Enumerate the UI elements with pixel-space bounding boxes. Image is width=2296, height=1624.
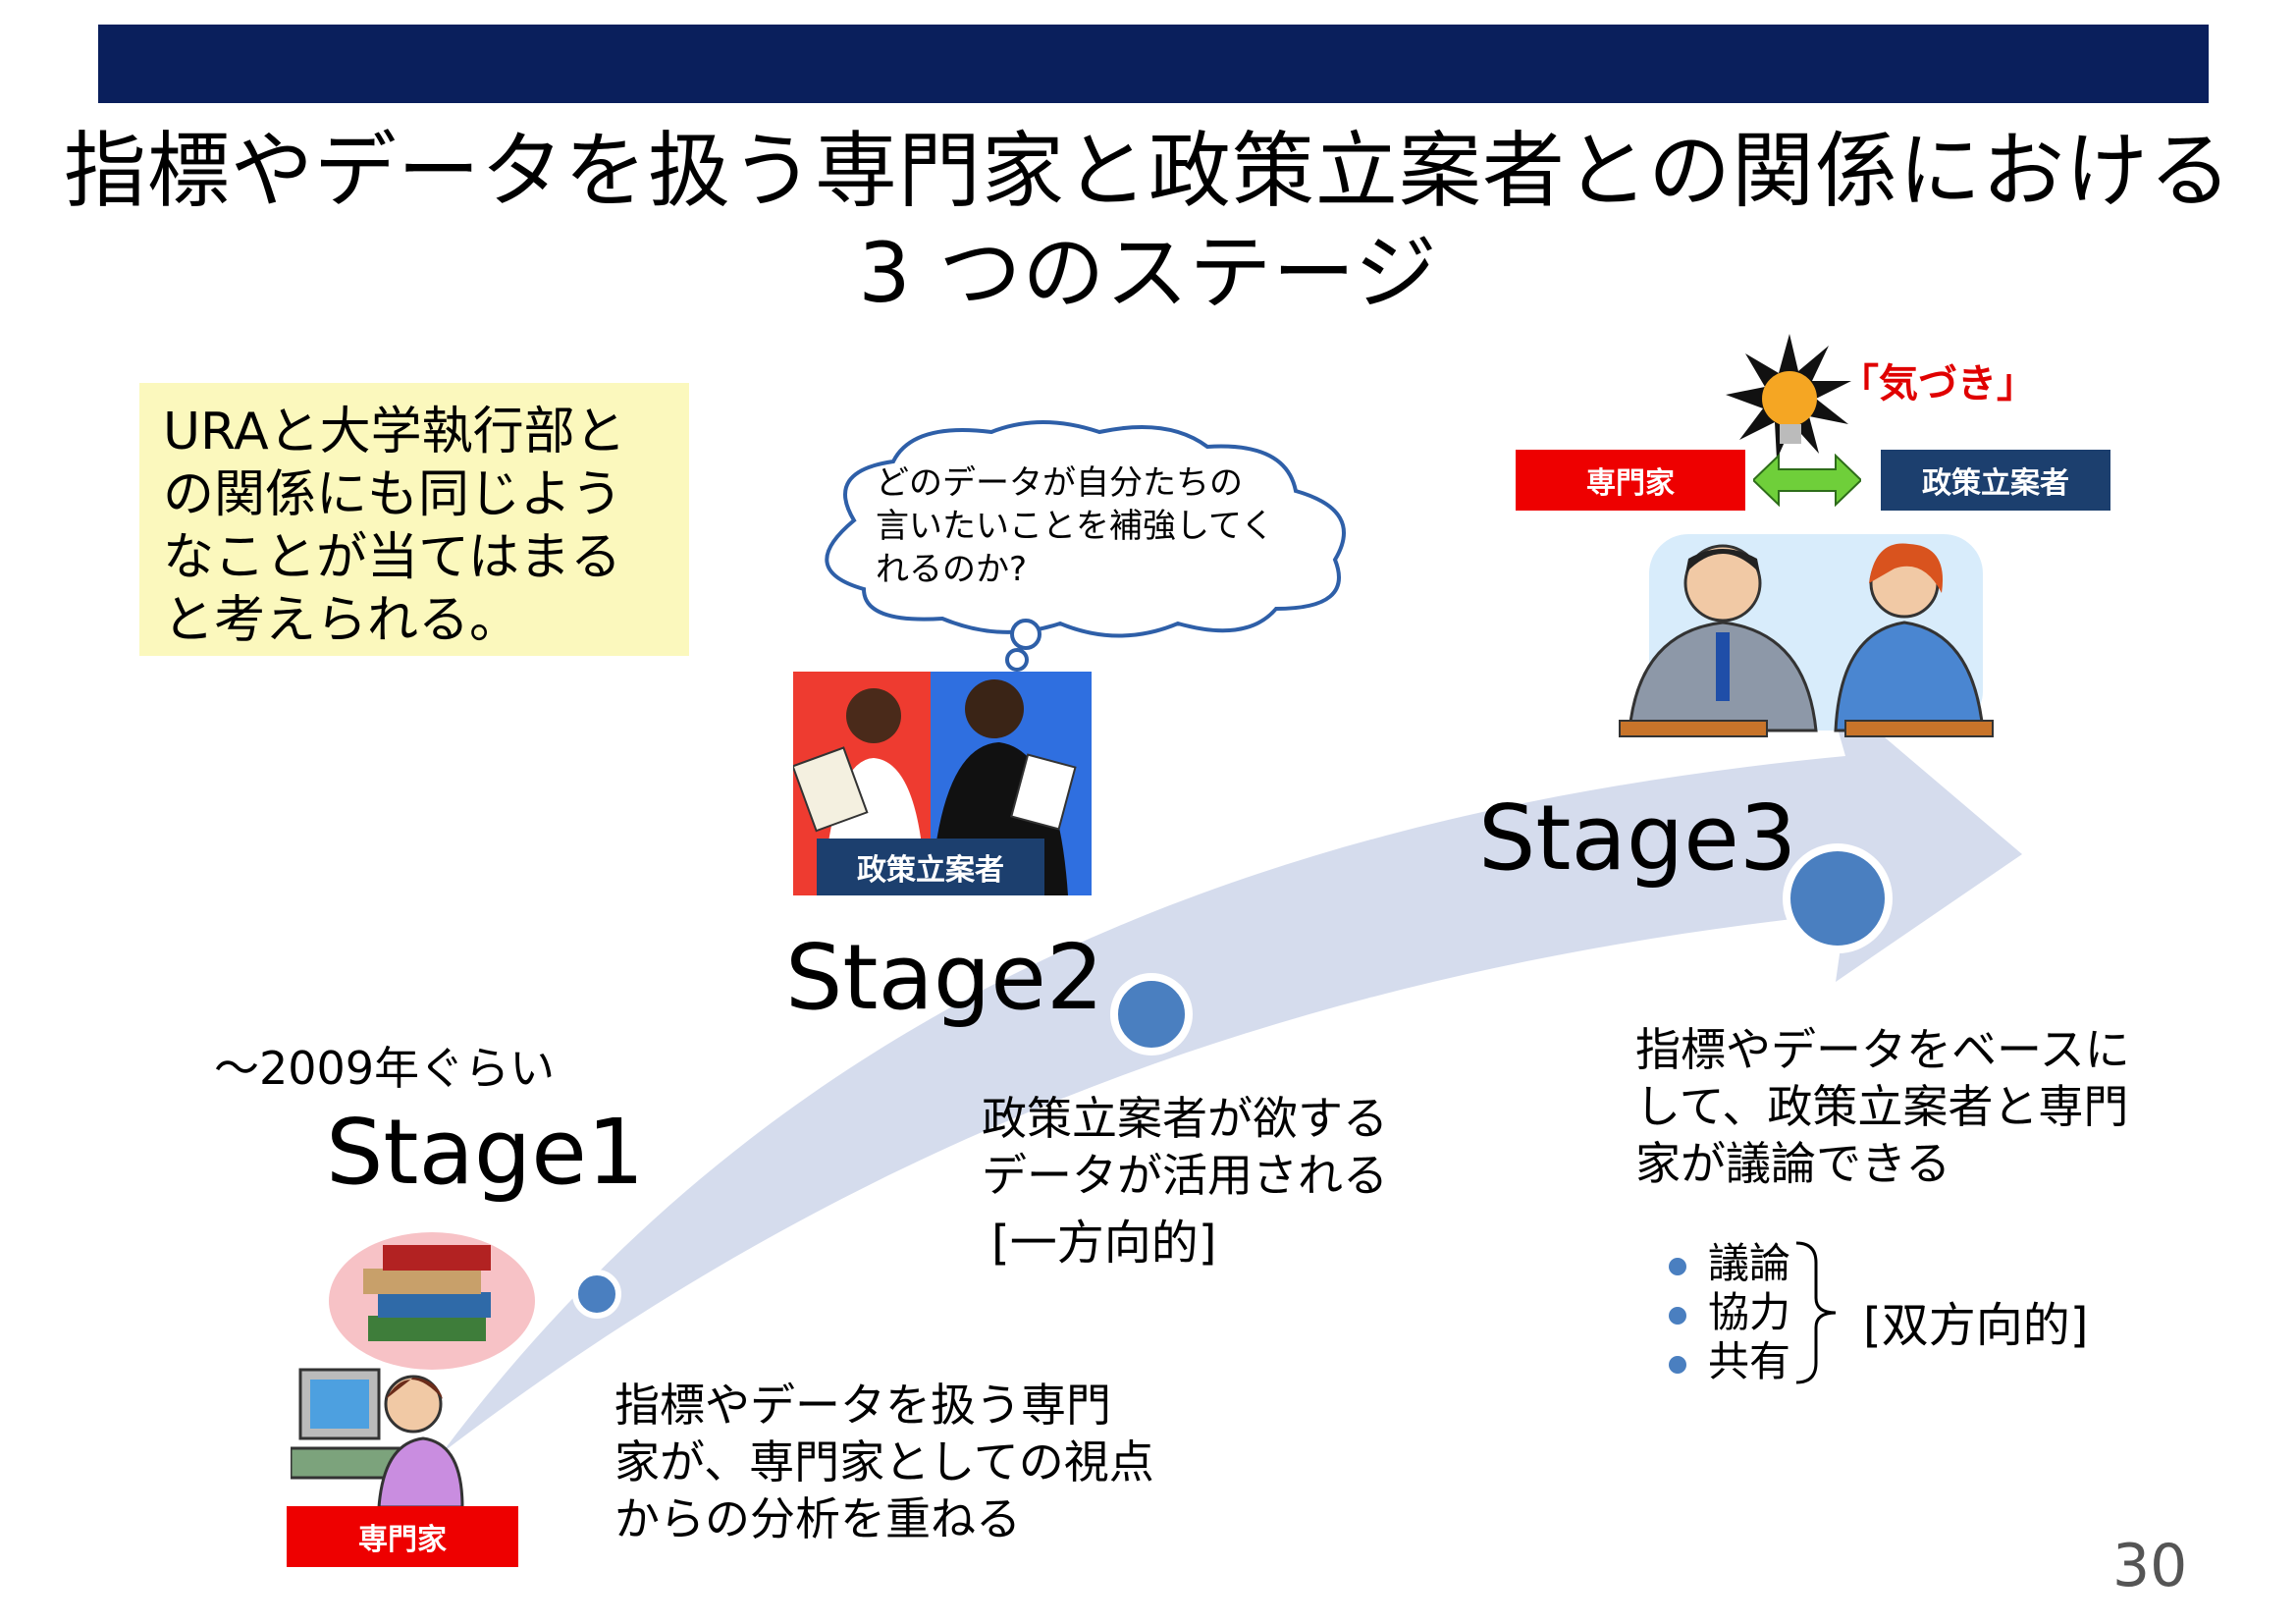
page-number: 30	[2112, 1532, 2188, 1600]
double-arrow-icon	[1753, 454, 1861, 507]
stage3-label: Stage3	[1478, 785, 1797, 891]
stage3-description: 指標やデータをベースに して、政策立案者と専門 家が議論できる	[1635, 1023, 2130, 1190]
stage2-marker	[1110, 973, 1193, 1056]
slide-title-line2: 3 つのステージ	[858, 225, 1438, 321]
stage2-role-tag: 政策立案者	[817, 839, 1044, 895]
discussion-people-icon	[1619, 534, 1994, 737]
lightbulb-insight-icon	[1726, 334, 1851, 460]
stage2-description: 政策立案者が欲する データが活用される	[982, 1092, 1388, 1202]
stage1-marker	[572, 1270, 621, 1319]
stage1-label: Stage1	[326, 1100, 645, 1205]
stage2-label: Stage2	[785, 925, 1104, 1030]
stage2-mode: [一方向的]	[991, 1216, 1217, 1271]
right-brace-icon	[1795, 1241, 1837, 1384]
bullet-dot-icon	[1669, 1306, 1686, 1325]
stage3-marker	[1783, 843, 1893, 953]
curved-arrow-shape	[442, 687, 2022, 1453]
stage2-thought-text: どのデータが自分たちの 言いたいことを補強してく れるのか?	[876, 463, 1274, 589]
bullet-item: 協力	[1669, 1288, 1790, 1337]
stage3-bullet-list: 議論 協力 共有	[1669, 1239, 1790, 1386]
bullet-dot-icon	[1669, 1355, 1686, 1374]
bullet-dot-icon	[1669, 1257, 1686, 1275]
stage1-era: ～2009年ぐらい	[214, 1042, 556, 1095]
stage1-role-tag: 専門家	[287, 1506, 518, 1567]
slide-title-line1: 指標やデータを扱う専門家と政策立案者との関係における	[63, 123, 2233, 219]
header-bar	[98, 25, 2209, 103]
thought-bubble-icon	[825, 420, 1346, 672]
books-icon	[329, 1232, 535, 1370]
note-box: URAと大学執行部との関係にも同じようなことが当てはまると考えられる。	[139, 383, 689, 656]
stage3-policymaker-tag: 政策立案者	[1881, 450, 2110, 511]
bullet-item: 議論	[1669, 1239, 1790, 1288]
bullet-item: 共有	[1669, 1337, 1790, 1386]
stage1-description: 指標やデータを扱う専門 家が、専門家としての視点 からの分析を重ねる	[614, 1379, 1154, 1545]
stage3-mode: [双方向的]	[1863, 1298, 2089, 1353]
stage3-expert-tag: 専門家	[1516, 450, 1745, 511]
stage3-insight-label: 「気づき」	[1840, 361, 2036, 406]
expert-at-computer-icon	[291, 1368, 464, 1507]
